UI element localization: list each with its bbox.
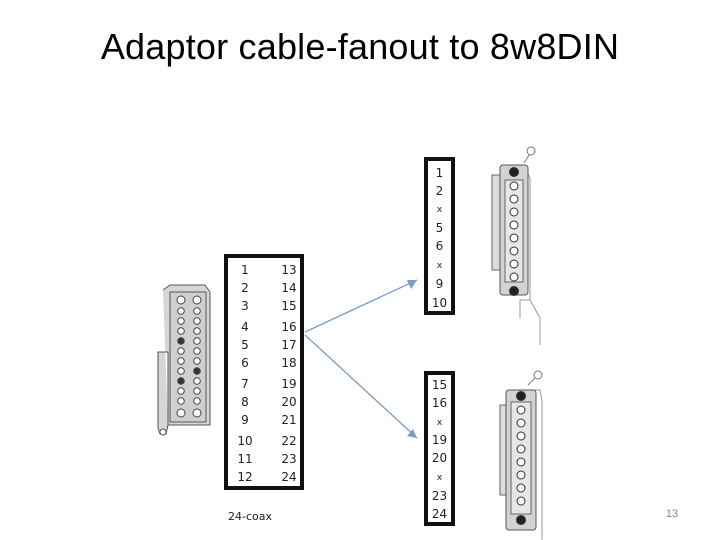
pin-left-3: 3 (241, 299, 249, 313)
pin-left-12: 12 (237, 470, 253, 484)
bottom-din-pin-20: 20 (431, 451, 448, 465)
pin-right-24: 24 (281, 470, 297, 484)
pin-left-4: 4 (241, 320, 249, 334)
top-din-connector-icon (491, 146, 541, 345)
main-connector-label: 24-coax (228, 510, 272, 523)
pin-right-14: 14 (281, 281, 297, 295)
main-pin-table: 1 2 3 4 5 6 7 8 9 10 11 12 13 14 15 16 1… (224, 254, 304, 490)
bottom-din-pin-16: 16 (431, 396, 448, 410)
pin-left-1: 1 (241, 263, 249, 277)
fanout-arrow-bottom (304, 334, 418, 439)
bottom-din-pin-table: 15 16 x 19 20 x 23 24 (424, 371, 455, 526)
pin-left-9: 9 (241, 413, 249, 427)
pin-right-17: 17 (281, 338, 297, 352)
pin-left-2: 2 (241, 281, 249, 295)
top-din-pin-2: 2 (435, 184, 444, 198)
pin-right-20: 20 (281, 395, 297, 409)
top-din-pin-1: 1 (435, 166, 444, 180)
top-din-pin-3: x (436, 205, 443, 215)
pin-left-7: 7 (241, 377, 249, 391)
pin-right-21: 21 (281, 413, 297, 427)
pin-right-13: 13 (281, 263, 297, 277)
pin-left-6: 6 (241, 356, 249, 370)
page-number: 13 (665, 508, 679, 520)
slide-title: Adaptor cable-fanout to 8w8DIN (100, 26, 620, 67)
bottom-din-pin-x2: x (436, 473, 443, 483)
top-din-pin-8: 10 (431, 296, 448, 310)
pin-right-22: 22 (281, 434, 297, 448)
pin-right-15: 15 (281, 299, 297, 313)
bottom-din-pin-23: 23 (431, 489, 448, 503)
bottom-din-pin-15: 15 (431, 378, 448, 392)
top-din-pin-table: 1 2 x 5 6 x 9 10 (424, 157, 455, 315)
bottom-din-pin-19: 19 (431, 433, 448, 447)
pin-right-23: 23 (281, 452, 297, 466)
pin-left-5: 5 (241, 338, 249, 352)
pin-left-8: 8 (241, 395, 249, 409)
top-din-pin-5: 6 (435, 239, 444, 253)
top-din-pin-7: 9 (435, 277, 444, 291)
pin-left-10: 10 (237, 434, 253, 448)
top-din-pin-6: x (436, 261, 443, 271)
pin-left-11: 11 (237, 452, 253, 466)
top-din-pin-4: 5 (435, 221, 444, 235)
pin-right-19: 19 (281, 377, 297, 391)
bottom-din-pin-24: 24 (431, 507, 448, 521)
pin-right-18: 18 (281, 356, 297, 370)
bottom-din-pin-x1: x (436, 418, 443, 428)
connector-24-coax-icon (157, 284, 211, 436)
pin-right-16: 16 (281, 320, 297, 334)
bottom-din-connector-icon (499, 370, 543, 540)
fanout-arrow-top (304, 279, 418, 333)
